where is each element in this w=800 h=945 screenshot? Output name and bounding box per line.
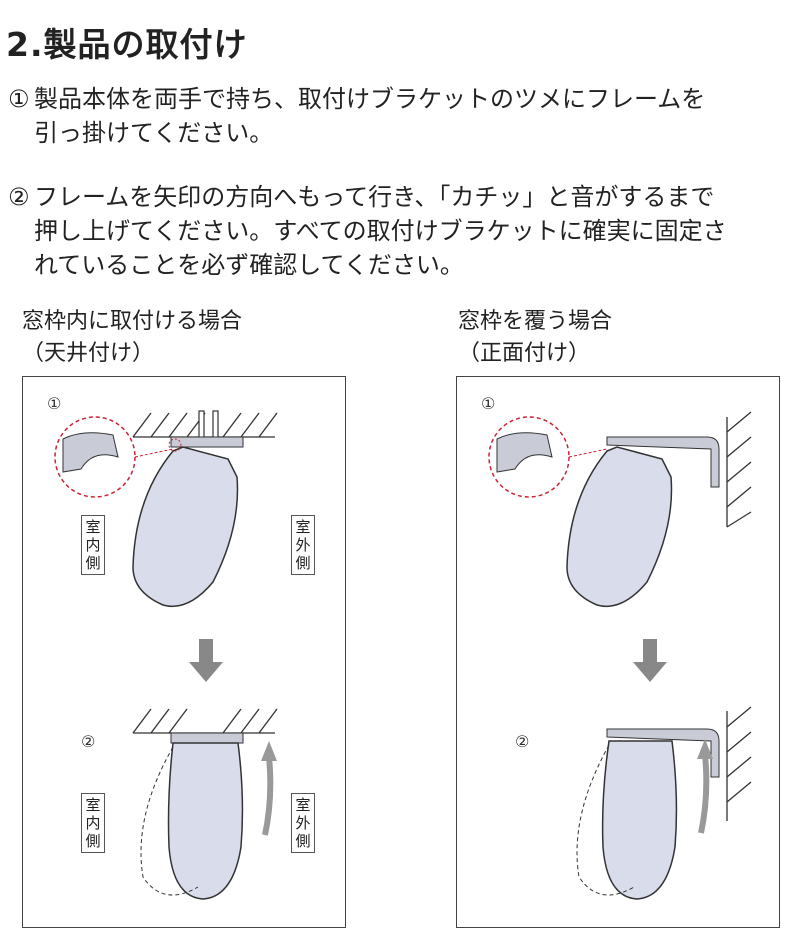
bracket-icon <box>170 436 244 448</box>
l-bracket-icon <box>606 436 720 488</box>
shade-body <box>566 446 673 607</box>
ceiling-hatch <box>132 412 278 438</box>
shade-body-fixed <box>601 740 678 900</box>
page-title: 2.製品の取付け <box>6 25 248 64</box>
up-arrow-icon <box>698 754 710 834</box>
label-indoor-side: 室内側 <box>81 515 105 575</box>
figure-step-number: ② <box>515 732 529 751</box>
down-arrow-icon <box>633 639 667 682</box>
step-text-line: 押し上げてください。すべての取付けブラケットに確実に固定さ <box>34 217 727 245</box>
down-arrow-icon <box>189 639 223 682</box>
label-outdoor-side: 室外側 <box>291 793 315 853</box>
front-mount-illustration: ① ② <box>481 394 752 900</box>
ceiling-mount-illustration: ① ② <box>47 394 278 900</box>
dashed-motion-path <box>576 744 635 896</box>
figure-step-number: ② <box>81 732 95 751</box>
shade-body-fixed <box>167 742 244 900</box>
label-outdoor-side: 室外側 <box>291 515 315 575</box>
up-arrow-icon <box>262 756 274 836</box>
shade-body <box>132 446 239 607</box>
step-number: ① <box>8 85 30 113</box>
figure-panel-front: ① ② <box>456 376 780 928</box>
figure-panel-ceiling: ① ② <box>22 376 346 928</box>
figure-step-number: ① <box>481 394 495 413</box>
hook-detail <box>62 432 119 473</box>
figure-caption-front: 窓枠を覆う場合 （正面付け） <box>458 306 612 370</box>
caption-line: 窓枠を覆う場合 <box>458 309 613 334</box>
figure-caption-ceiling: 窓枠内に取付ける場合 （天井付け） <box>22 306 242 370</box>
caption-line: （天井付け） <box>22 341 155 366</box>
caption-line: （正面付け） <box>458 341 591 366</box>
figure-step-number: ① <box>47 394 61 413</box>
label-indoor-side: 室内側 <box>81 793 105 853</box>
caption-line: 窓枠内に取付ける場合 <box>22 309 243 334</box>
step-number: ② <box>8 183 30 211</box>
hook-detail <box>496 432 553 473</box>
step-text-line: 引っ掛けてください。 <box>34 119 274 147</box>
step-text-line: フレームを矢印の方向へもって行き、「カチッ」と音がするまで <box>34 183 715 211</box>
wall-hatch <box>726 411 752 528</box>
step-text-line: 製品本体を両手で持ち、取付けブラケットのツメにフレームを <box>34 85 706 113</box>
step-text-line: れていることを必ず確認してください。 <box>34 251 464 279</box>
